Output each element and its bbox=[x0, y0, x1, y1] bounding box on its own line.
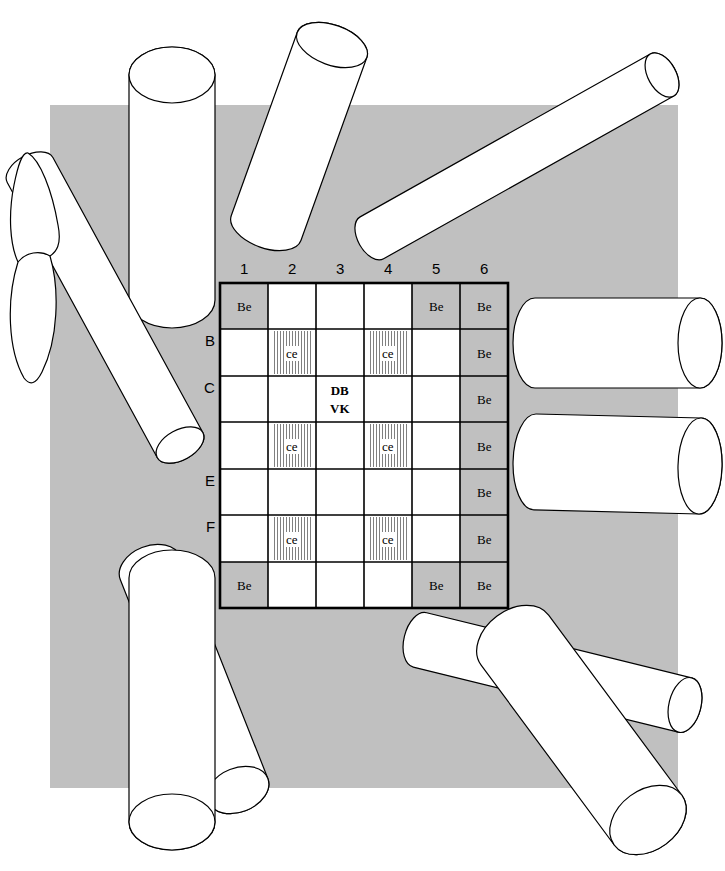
label-box: ce bbox=[381, 530, 395, 548]
label-box: E bbox=[205, 472, 215, 490]
label-box: F bbox=[206, 518, 215, 536]
hatched-cell bbox=[369, 517, 407, 560]
cell-label: ce bbox=[381, 532, 395, 547]
label-box: ce bbox=[285, 437, 299, 455]
grey-cell bbox=[412, 283, 460, 329]
cell-label: DB VK bbox=[330, 383, 350, 416]
grid-lines bbox=[220, 283, 508, 608]
hatched-cell bbox=[369, 331, 407, 374]
cell-label: Be bbox=[477, 346, 491, 361]
cylinder-figure bbox=[512, 413, 723, 514]
label-box: Be bbox=[477, 530, 491, 548]
column-number: 2 bbox=[288, 260, 296, 277]
cell-label: ce bbox=[285, 346, 299, 361]
cell-label: Be bbox=[237, 299, 251, 314]
row-letter: B bbox=[205, 332, 215, 349]
cell-label: Be bbox=[429, 299, 443, 314]
label-box: DB VK bbox=[330, 381, 350, 416]
column-number: 3 bbox=[336, 260, 344, 277]
label-box: ce bbox=[285, 530, 299, 548]
label-box: Be bbox=[429, 297, 443, 315]
hatched-cell bbox=[369, 424, 407, 467]
label-box: Be bbox=[477, 437, 491, 455]
label-box: Be bbox=[477, 483, 491, 501]
cylinder-figure bbox=[0, 144, 210, 470]
row-letter: C bbox=[204, 379, 215, 396]
cell-label: Be bbox=[237, 578, 251, 593]
column-number: 1 bbox=[240, 260, 248, 277]
cell-label: ce bbox=[381, 346, 395, 361]
label-box: ce bbox=[381, 344, 395, 362]
cylinder-figure bbox=[463, 591, 699, 869]
cell-label: Be bbox=[477, 532, 491, 547]
column-number: 5 bbox=[432, 260, 440, 277]
label-box: Be bbox=[429, 576, 443, 594]
cylinder-figure bbox=[513, 298, 722, 388]
label-box: 1 bbox=[240, 260, 248, 278]
grid bbox=[220, 283, 508, 608]
label-box: Be bbox=[477, 390, 491, 408]
cell-label: ce bbox=[285, 439, 299, 454]
label-box: 2 bbox=[288, 260, 296, 278]
label-box: Be bbox=[477, 344, 491, 362]
label-box: ce bbox=[285, 344, 299, 362]
cylinder-figure bbox=[225, 14, 374, 260]
label-box: 4 bbox=[384, 260, 392, 278]
grid-border bbox=[220, 283, 508, 608]
label-box: 3 bbox=[336, 260, 344, 278]
cell-label: Be bbox=[429, 578, 443, 593]
cylinder-figure bbox=[129, 550, 215, 850]
grey-cell bbox=[220, 562, 268, 608]
cell-label: Be bbox=[477, 578, 491, 593]
lobe-fold bbox=[18, 253, 50, 262]
lobe-figure bbox=[10, 153, 59, 383]
label-box: Be bbox=[477, 576, 491, 594]
hatched-cell bbox=[273, 517, 311, 560]
cylinder-figure bbox=[348, 47, 686, 265]
cell-label: Be bbox=[477, 439, 491, 454]
row-letter: F bbox=[206, 518, 215, 535]
label-box: C bbox=[204, 379, 215, 397]
hatched-cell bbox=[273, 424, 311, 467]
hatched-cell bbox=[273, 331, 311, 374]
grid-ground bbox=[220, 283, 508, 608]
cylinder-figure bbox=[129, 47, 215, 328]
grey-cell bbox=[220, 283, 268, 329]
label-box: ce bbox=[381, 437, 395, 455]
cell-label: Be bbox=[477, 299, 491, 314]
label-box: B bbox=[205, 332, 215, 350]
column-number: 4 bbox=[384, 260, 392, 277]
cell-label: ce bbox=[285, 532, 299, 547]
label-box: 6 bbox=[480, 260, 488, 278]
label-box: Be bbox=[477, 297, 491, 315]
cell-label: ce bbox=[381, 439, 395, 454]
cell-label: Be bbox=[477, 485, 491, 500]
column-number: 6 bbox=[480, 260, 488, 277]
grey-cell bbox=[412, 562, 460, 608]
label-box: 5 bbox=[432, 260, 440, 278]
label-box: Be bbox=[237, 297, 251, 315]
grey-column bbox=[460, 283, 508, 608]
row-letter: E bbox=[205, 472, 215, 489]
cell-label: Be bbox=[477, 392, 491, 407]
label-box: Be bbox=[237, 576, 251, 594]
